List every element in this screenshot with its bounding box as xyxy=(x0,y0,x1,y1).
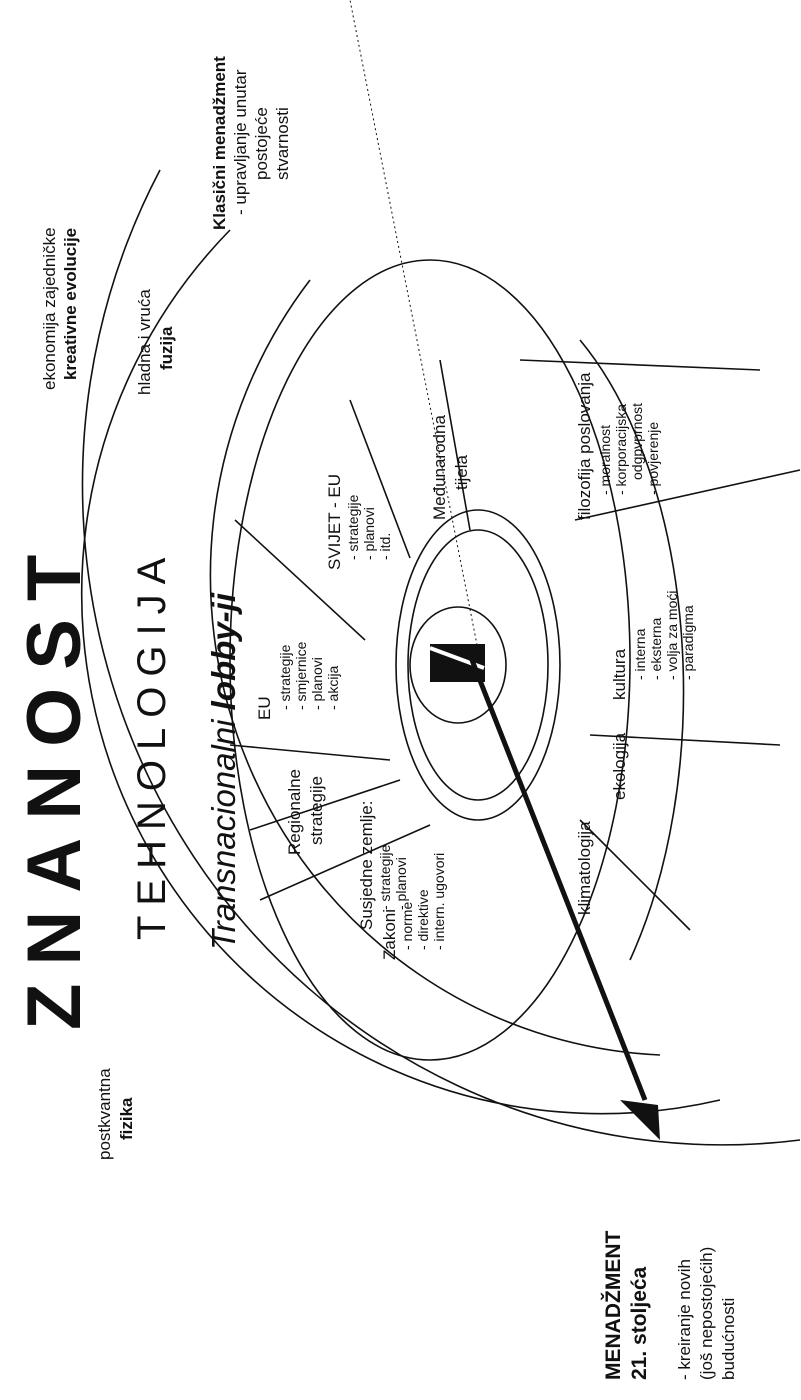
svg-text:fizika: fizika xyxy=(117,1097,136,1140)
sector-zakoni: Zakoni - norme - direktive - intern. ugo… xyxy=(380,853,447,960)
dotted-line xyxy=(349,0,481,661)
svg-text:Zakoni: Zakoni xyxy=(380,909,399,960)
svg-text:- interna: - interna xyxy=(632,628,648,680)
svg-text:(još nepostojećih): (još nepostojećih) xyxy=(697,1247,716,1380)
sector-eu: EU - strategije - smjernice - planovi - … xyxy=(255,641,341,720)
label-klasicni: Klasični menadžment - upravljanje unutar… xyxy=(210,56,292,230)
divider-zakoni xyxy=(259,824,431,901)
svg-text:SVIJET - EU: SVIJET - EU xyxy=(325,474,344,570)
divider-medjunarodna xyxy=(439,359,471,531)
outer-arc-1 xyxy=(209,279,661,1056)
outer-arc-2 xyxy=(80,229,721,1115)
title-znanost: ZNANOST xyxy=(12,537,97,1030)
sector-svijet: SVIJET - EU - strategije - planovi - itd… xyxy=(325,474,393,570)
svg-text:- itd.: - itd. xyxy=(377,533,393,560)
svg-text:- volja za moći: - volja za moći xyxy=(664,591,680,680)
divider-eu xyxy=(234,519,366,641)
svg-text:fuzija: fuzija xyxy=(157,326,176,370)
sector-ekologija: ekologija xyxy=(610,732,629,800)
divider-kultura xyxy=(574,469,801,521)
divider-filozofija xyxy=(519,359,761,371)
divider-ekologija xyxy=(589,734,781,746)
svg-text:Regionalne: Regionalne xyxy=(285,769,304,855)
svg-text:- planovi: - planovi xyxy=(309,657,325,710)
svg-text:- strategije: - strategije xyxy=(277,644,293,710)
svg-text:- eksterna: - eksterna xyxy=(648,618,664,680)
svg-text:- intern. ugovori: - intern. ugovori xyxy=(431,853,447,950)
arrow-head xyxy=(620,1100,660,1140)
svg-text:- strategije: - strategije xyxy=(345,494,361,560)
label-evolucija: ekonomija zajedničke kreativne evolucije xyxy=(40,227,80,390)
svg-text:filozofija poslovanja: filozofija poslovanja xyxy=(575,372,594,520)
outer-arc-3 xyxy=(81,169,801,1146)
sector-kultura: kultura - interna - eksterna - volja za … xyxy=(610,591,696,700)
svg-text:Klasični menadžment: Klasični menadžment xyxy=(210,56,229,230)
label-fizika: postkvantna fizika xyxy=(95,1068,136,1160)
sector-klimatologija: klimatologija xyxy=(575,821,594,915)
label-fuzija: hladna i vruća fuzija xyxy=(135,289,176,395)
management-arrow xyxy=(467,654,648,1101)
svg-text:kreativne evolucije: kreativne evolucije xyxy=(61,228,80,380)
divider-susjedne xyxy=(249,779,401,831)
ring-inner xyxy=(407,529,549,801)
svg-text:- planovi: - planovi xyxy=(361,507,377,560)
svg-text:tijela: tijela xyxy=(452,454,471,490)
svg-text:- norme: - norme xyxy=(399,902,415,950)
svg-text:odgpvprnost: odgpvprnost xyxy=(629,403,645,480)
svg-text:MENADŽMENT: MENADŽMENT xyxy=(601,1231,625,1380)
sector-filozofija: filozofija poslovanja - moralnost - korp… xyxy=(575,372,661,520)
svg-text:kultura: kultura xyxy=(610,648,629,700)
core-ring xyxy=(409,606,507,724)
svg-text:strategije: strategije xyxy=(307,776,326,845)
svg-text:stvarnosti: stvarnosti xyxy=(273,107,292,180)
svg-text:- korporacijska: - korporacijska xyxy=(613,404,629,495)
svg-text:- akcija: - akcija xyxy=(325,665,341,710)
svg-text:21. stoljeća: 21. stoljeća xyxy=(628,1266,651,1380)
sector-medjunarodna: Međunarodna tijela xyxy=(430,415,471,520)
divider-regionalne xyxy=(229,744,391,761)
subtitle-tehnologija: TEHNOLOGIJA xyxy=(130,548,174,940)
svg-text:hladna i vruća: hladna i vruća xyxy=(135,289,154,395)
lobby-title: Transnacionalni lobby-ji xyxy=(205,592,242,950)
main-ellipse-upper xyxy=(229,259,631,1061)
svg-text:- moralnost: - moralnost xyxy=(597,425,613,495)
ring-outer xyxy=(395,509,561,821)
svg-text:- direktive: - direktive xyxy=(415,889,431,950)
svg-text:- kreiranje novih: - kreiranje novih xyxy=(675,1259,694,1380)
svg-text:ekonomija zajedničke: ekonomija zajedničke xyxy=(40,227,59,390)
svg-text:Međunarodna: Međunarodna xyxy=(430,415,449,520)
divider-klima xyxy=(579,819,691,931)
sector-susjedne: Susjedne zemlje: - strategije - planovi xyxy=(357,801,409,930)
divider-svijet xyxy=(349,399,411,559)
svg-text:EU: EU xyxy=(255,696,274,720)
svg-text:Susjedne zemlje:: Susjedne zemlje: xyxy=(357,801,376,930)
svg-text:- planovi: - planovi xyxy=(393,857,409,910)
sector-regionalne: Regionalne strategije xyxy=(285,769,326,855)
svg-text:- strategije: - strategije xyxy=(377,844,393,910)
svg-text:- paradigma: - paradigma xyxy=(680,605,696,680)
svg-text:budućnosti: budućnosti xyxy=(719,1298,738,1380)
management-label: MENADŽMENT 21. stoljeća - kreiranje novi… xyxy=(601,1231,738,1380)
svg-text:- povjerenje: - povjerenje xyxy=(645,422,661,495)
svg-text:- smjernice: - smjernice xyxy=(293,641,309,710)
lower-arc xyxy=(579,339,685,961)
svg-text:postkvantna: postkvantna xyxy=(95,1068,114,1160)
svg-text:postojeće: postojeće xyxy=(252,107,271,180)
svg-text:- upravljanje unutar: - upravljanje unutar xyxy=(231,69,250,215)
